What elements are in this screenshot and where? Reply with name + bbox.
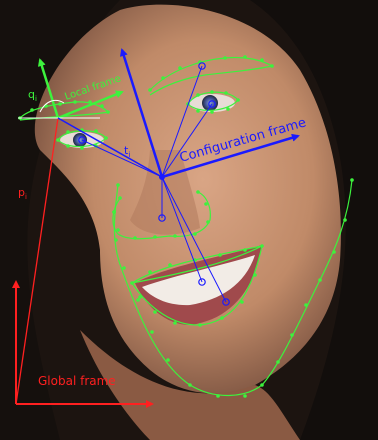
landmark-point xyxy=(80,146,84,150)
landmark-point xyxy=(243,394,247,398)
landmark-point xyxy=(276,360,280,364)
landmark-point xyxy=(133,236,137,240)
landmark-point xyxy=(270,64,274,68)
landmark-point xyxy=(136,298,140,302)
landmark-point xyxy=(204,202,208,206)
landmark-point xyxy=(153,310,157,314)
landmark-point xyxy=(168,263,172,267)
landmark-point xyxy=(138,295,142,299)
landmark-point xyxy=(236,98,240,102)
landmark-point xyxy=(148,88,152,92)
landmark-point xyxy=(166,358,170,362)
landmark-point xyxy=(223,56,227,60)
landmark-point xyxy=(196,93,200,97)
landmark-point xyxy=(148,270,152,274)
landmark-point xyxy=(94,129,98,133)
landmark-point xyxy=(206,220,210,224)
landmark-point xyxy=(196,190,200,194)
landmark-point xyxy=(193,232,197,236)
landmark-point xyxy=(210,110,214,114)
landmark-point xyxy=(178,66,182,70)
landmark-point xyxy=(196,109,200,113)
landmark-point xyxy=(112,210,116,214)
landmark-point xyxy=(226,107,230,111)
landmark-point xyxy=(198,323,202,327)
landmark-point xyxy=(243,55,247,59)
landmark-point xyxy=(224,91,228,95)
landmark-point xyxy=(116,183,120,187)
landmark-point xyxy=(240,300,244,304)
landmark-point xyxy=(106,110,110,114)
landmark-point xyxy=(66,130,70,134)
landmark-point xyxy=(253,273,257,277)
landmark-point xyxy=(210,90,214,94)
landmark-point xyxy=(350,178,354,182)
landmark-point xyxy=(153,235,157,239)
landmark-point xyxy=(173,234,177,238)
landmark-point xyxy=(188,383,192,387)
landmark-point xyxy=(260,58,264,62)
landmark-point xyxy=(260,383,264,387)
landmark-point xyxy=(104,136,108,140)
landmark-point xyxy=(343,218,347,222)
landmark-point xyxy=(332,250,336,254)
landmark-point xyxy=(161,76,165,80)
landmark-point xyxy=(304,303,308,307)
landmark-point xyxy=(56,138,60,142)
landmark-point xyxy=(318,278,322,282)
landmark-point xyxy=(66,144,70,148)
landmark-point xyxy=(116,228,120,232)
landmark-point xyxy=(216,394,220,398)
landmark-point xyxy=(173,321,177,325)
landmark-point xyxy=(122,266,126,270)
landmark-point xyxy=(243,248,247,252)
landmark-point xyxy=(30,108,34,112)
landmark-point xyxy=(150,330,154,334)
global-frame-label: Global frame xyxy=(38,374,116,388)
landmark-point xyxy=(118,196,122,200)
landmark-point xyxy=(58,102,62,106)
landmark-point xyxy=(218,253,222,257)
landmark-point xyxy=(100,104,104,108)
landmark-point xyxy=(220,316,224,320)
landmark-point xyxy=(290,333,294,337)
landmark-point xyxy=(114,238,118,242)
landmark-point xyxy=(73,100,77,104)
configuration-origin xyxy=(159,174,165,180)
